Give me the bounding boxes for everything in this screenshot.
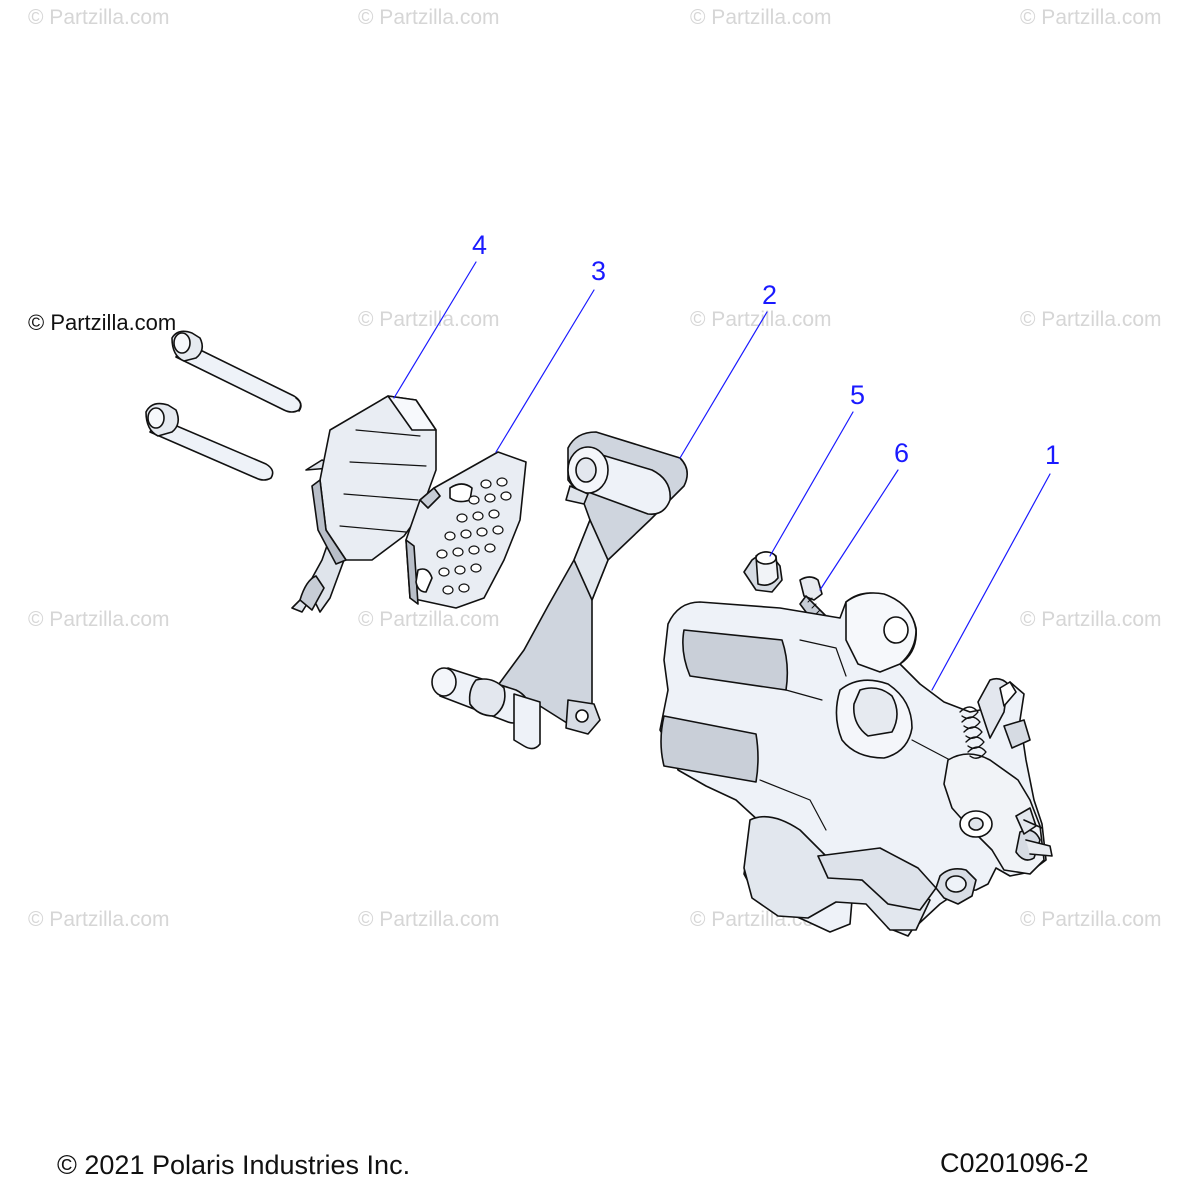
diagram-code: C0201096-2 xyxy=(940,1148,1089,1178)
brake-pad-outer xyxy=(291,395,437,613)
watermark: © Partzilla.com xyxy=(28,608,170,631)
watermark: © Partzilla.com xyxy=(1020,908,1162,931)
watermark: © Partzilla.com xyxy=(690,6,832,29)
callout-5: 5 xyxy=(850,380,866,410)
watermark: © Partzilla.com xyxy=(1020,308,1162,331)
watermark: © Partzilla.com xyxy=(1020,608,1162,631)
callout-4: 4 xyxy=(472,230,488,260)
watermark: © Partzilla.com xyxy=(358,908,500,931)
callout-2: 2 xyxy=(762,280,778,310)
watermark: © Partzilla.com xyxy=(358,608,500,631)
leader-line-1 xyxy=(931,473,1051,691)
caliper-body xyxy=(659,592,1053,937)
watermark-prominent: © Partzilla.com xyxy=(28,310,177,335)
watermark: © Partzilla.com xyxy=(1020,6,1162,29)
return-spring xyxy=(959,706,987,759)
leader-line-4 xyxy=(393,261,477,399)
guide-pin-lower xyxy=(145,402,274,481)
pad-holes xyxy=(436,477,512,595)
copyright-text: © 2021 Polaris Industries Inc. xyxy=(57,1150,411,1180)
bleeder-cap xyxy=(743,551,783,593)
watermark: © Partzilla.com xyxy=(690,308,832,331)
leader-line-2 xyxy=(679,311,768,459)
leader-line-3 xyxy=(495,289,595,453)
watermark: © Partzilla.com xyxy=(358,6,500,29)
watermark: © Partzilla.com xyxy=(358,308,500,331)
callout-3: 3 xyxy=(591,256,607,286)
guide-pin-upper xyxy=(171,330,302,413)
leader-line-6 xyxy=(819,469,899,591)
brake-pad-inner xyxy=(405,451,527,609)
watermark: © Partzilla.com xyxy=(28,6,170,29)
leader-lines xyxy=(393,261,1051,691)
callout-6: 6 xyxy=(894,438,910,468)
watermark: © Partzilla.com xyxy=(28,908,170,931)
leader-line-5 xyxy=(769,411,854,557)
caliper-bracket xyxy=(431,431,688,750)
callout-1: 1 xyxy=(1045,440,1061,470)
